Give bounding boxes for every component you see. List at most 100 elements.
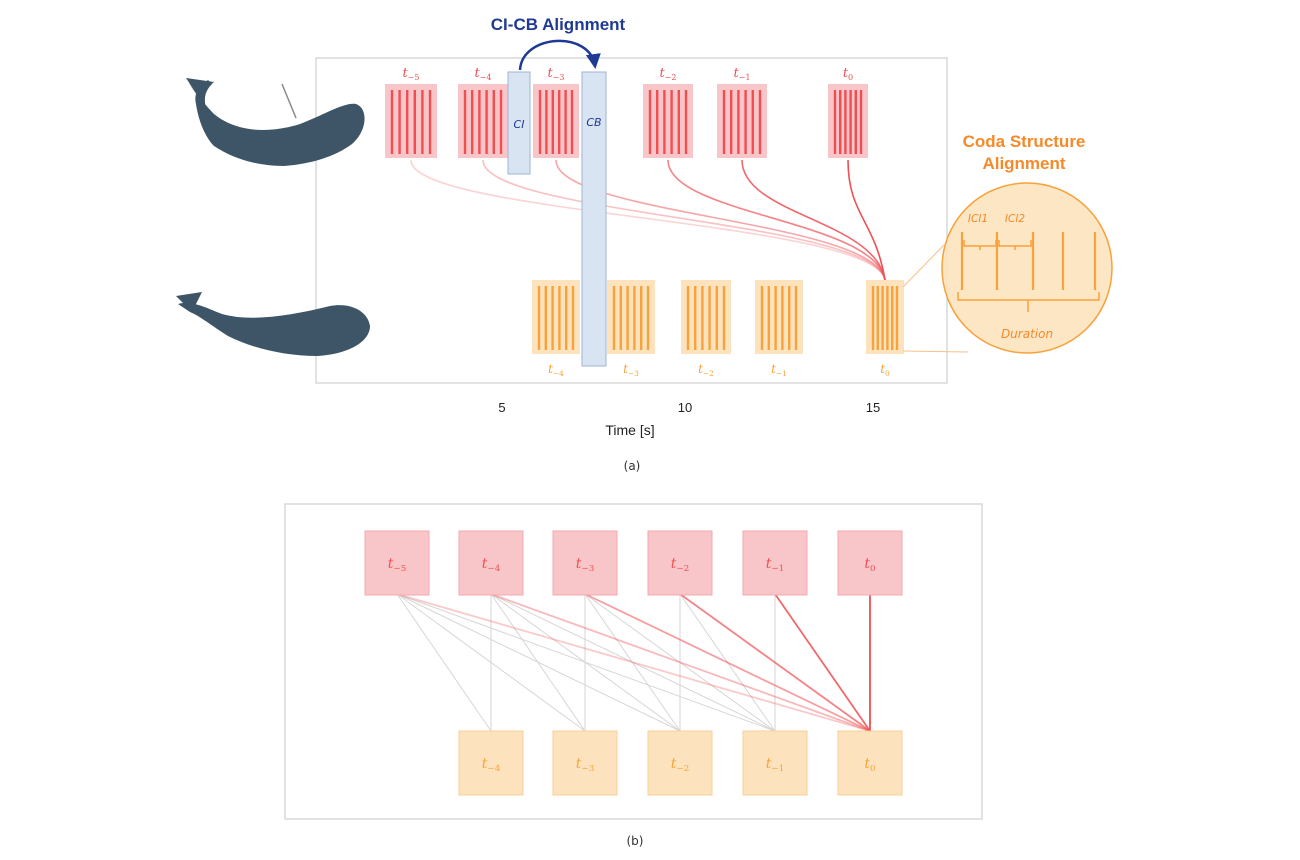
edge-red-4 (774, 593, 871, 732)
bottom-node-label-subscript: −4 (487, 764, 500, 774)
top-coda-5: t0 (828, 66, 868, 158)
bottom-node-label-subscript: −1 (771, 764, 784, 774)
edge-gray (396, 593, 492, 732)
top-node-label-subscript: −4 (487, 564, 500, 574)
bottom-coda-label: t−3 (623, 362, 639, 378)
bottom-coda-label-subscript: −3 (628, 369, 639, 378)
bottom-node-label-symbol: t (766, 756, 772, 772)
top-node-label-symbol: t (576, 556, 582, 572)
bottom-coda-label: t0 (880, 362, 890, 378)
top-node-label: t−5 (388, 556, 406, 574)
top-coda-box (458, 84, 508, 158)
bottom-node-label: t−4 (482, 756, 501, 774)
cb-label: CB (586, 116, 601, 129)
top-node-box (364, 530, 430, 596)
bottom-node-label: t−1 (766, 756, 784, 774)
bottom-node-label-subscript: −3 (581, 764, 594, 774)
top-node-label: t−3 (576, 556, 594, 574)
bottom-node-label: t−2 (671, 756, 689, 774)
coda-curve-5 (847, 159, 886, 281)
bottom-node-label-symbol: t (576, 756, 582, 772)
edge-red-2 (584, 593, 871, 732)
bottom-coda-2: t−2 (681, 280, 731, 378)
cb-bar (581, 71, 607, 367)
top-node-label-symbol: t (482, 556, 488, 572)
top-coda-4: t−1 (717, 66, 767, 158)
top-coda-3: t−2 (643, 66, 693, 158)
bottom-node-box (552, 730, 618, 796)
bottom-node-box (458, 730, 524, 796)
top-coda-label-symbol: t (843, 66, 849, 81)
ci-cb-alignment-title: CI-CB Alignment (491, 15, 626, 34)
top-coda-label-symbol: t (547, 66, 553, 81)
bottom-node-label: t0 (864, 756, 875, 774)
edge-gray (490, 593, 586, 732)
zoom-line-lower (902, 350, 969, 353)
bottom-coda-label-symbol: t (771, 362, 776, 376)
bottom-coda-box (681, 280, 731, 354)
top-coda-1: t−4 (458, 66, 508, 158)
bottom-coda-label-subscript: −1 (776, 369, 787, 378)
bottom-coda-label-symbol: t (880, 362, 885, 376)
coda-curve-2 (555, 159, 886, 281)
caption-a: (a) (624, 459, 641, 473)
top-coda-2: t−3 (533, 66, 579, 158)
top-node-2: t−3 (552, 530, 618, 596)
top-coda-box (643, 84, 693, 158)
top-node-box (458, 530, 524, 596)
top-coda-label: t−1 (733, 66, 750, 82)
top-coda-label-subscript: −5 (408, 73, 420, 82)
bottom-coda-0: t−4 (532, 280, 580, 378)
top-coda-label: t−4 (474, 66, 491, 82)
x-tick-10: 10 (678, 400, 692, 415)
panel-a-frame (315, 57, 948, 384)
coda-connection-curves (410, 159, 886, 281)
bottom-coda-label-symbol: t (623, 362, 628, 376)
top-node-label: t0 (864, 556, 875, 574)
top-node-box (742, 530, 808, 596)
bottom-node-3: t−1 (742, 730, 808, 796)
panel-b-frame (284, 503, 983, 820)
bottom-coda-label: t−1 (771, 362, 787, 378)
top-coda-label: t0 (843, 66, 853, 82)
bottom-node-label-symbol: t (482, 756, 488, 772)
top-coda-box (717, 84, 767, 158)
top-node-label-symbol: t (671, 556, 677, 572)
bottom-node-box (742, 730, 808, 796)
bottom-coda-label-symbol: t (548, 362, 553, 376)
coda-curve-1 (482, 159, 886, 281)
ici1-label: ICI1 (968, 213, 988, 225)
top-node-label-subscript: −5 (393, 564, 406, 574)
top-node-label: t−2 (671, 556, 689, 574)
bottom-coda-box (866, 280, 904, 354)
top-node-label-subscript: 0 (870, 564, 876, 574)
duration-label: Duration (1001, 327, 1053, 341)
top-node-label: t−4 (482, 556, 501, 574)
coda-curve-0 (410, 159, 886, 281)
top-coda-label-symbol: t (659, 66, 665, 81)
top-coda-label-subscript: −1 (739, 73, 751, 82)
whale-bottom-image (176, 292, 370, 356)
top-node-label-symbol: t (388, 556, 394, 572)
x-tick-5: 5 (498, 400, 505, 415)
bottom-node-box (647, 730, 713, 796)
top-node-3: t−2 (647, 530, 713, 596)
top-node-label-subscript: −2 (676, 564, 689, 574)
coda-curve-4 (741, 159, 886, 281)
bottom-coda-4: t0 (866, 280, 904, 378)
bottom-node-label-subscript: −2 (676, 764, 689, 774)
bottom-node-label-symbol: t (671, 756, 677, 772)
x-tick-15: 15 (866, 400, 880, 415)
top-coda-label-subscript: −2 (665, 73, 677, 82)
top-node-box (552, 530, 618, 596)
top-coda-label-symbol: t (733, 66, 739, 81)
bottom-coda-1: t−3 (607, 280, 655, 378)
bottom-node-label-symbol: t (864, 756, 870, 772)
top-node-box (647, 530, 713, 596)
top-node-5: t0 (837, 530, 903, 596)
